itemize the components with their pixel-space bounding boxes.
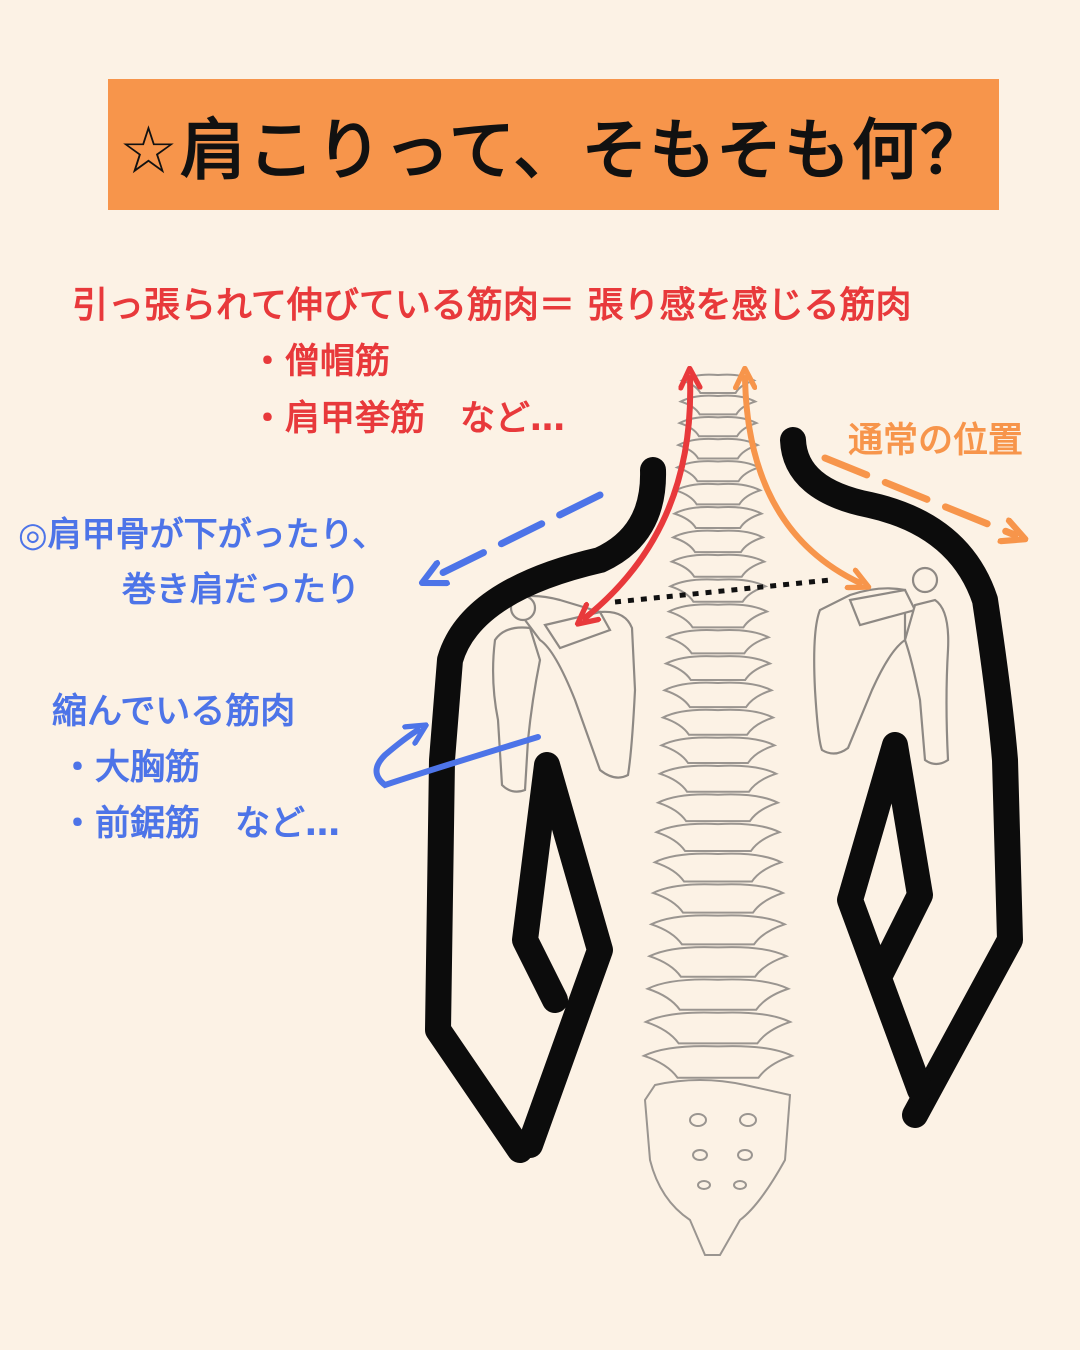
scapula-note-line: 巻き肩だったり [122,570,360,610]
vertebra [657,764,779,793]
vertebra [645,978,791,1011]
vertebra [675,437,761,460]
stretched-muscle-heading: 引っ張られて伸びている筋肉＝ 張り感を感じる筋肉 [72,285,912,326]
title-banner: ☆肩こりって、そもそも何？ [108,79,999,210]
vertebra [646,946,790,978]
vertebra [658,736,778,764]
vertebra [660,708,776,736]
vertebra [667,578,769,603]
vertebra [655,793,781,823]
vertebra [670,529,766,554]
left-arm-outline [512,752,613,1158]
vertebra [641,1045,795,1079]
vertebra [643,1011,793,1045]
vertebra [648,914,788,946]
vertebra [650,883,786,914]
contracted-muscle-item: ・大胸筋 [60,748,201,788]
contracted-muscle-heading: 縮んでいる筋肉 [52,692,296,732]
left-scapula [492,594,637,793]
vertebra [664,629,772,655]
vertebra [652,852,784,883]
blue-dashed-arrow [432,491,604,578]
orange-dashed-arrow [821,454,1015,535]
vertebra [663,655,773,682]
scapula-dotted-line [614,577,831,605]
scapula-note-line: ◎肩甲骨が下がったり、 [18,515,387,555]
page-title: ☆肩こりって、そもそも何？ [118,111,989,189]
vertebra [673,482,763,506]
orange-stretch-arrow [745,378,860,583]
sacrum [643,1079,792,1256]
stretched-muscle-item: ・僧帽筋 [250,342,391,382]
vertebra [669,553,767,578]
right-arm-outline [837,732,933,1103]
right-scapula [813,566,950,766]
vertebra [653,822,783,853]
vertebra [674,460,762,483]
blue-curved-arrow [373,730,541,789]
vertebra [666,603,770,629]
normal-position-label: 通常の位置 [848,421,1024,461]
red-stretch-arrow [585,378,690,618]
vertebra [661,681,775,709]
stretched-muscle-item: ・肩甲挙筋 など… [250,399,566,439]
contracted-muscle-item: ・前鋸筋 など… [60,804,341,844]
vertebra [671,506,765,530]
